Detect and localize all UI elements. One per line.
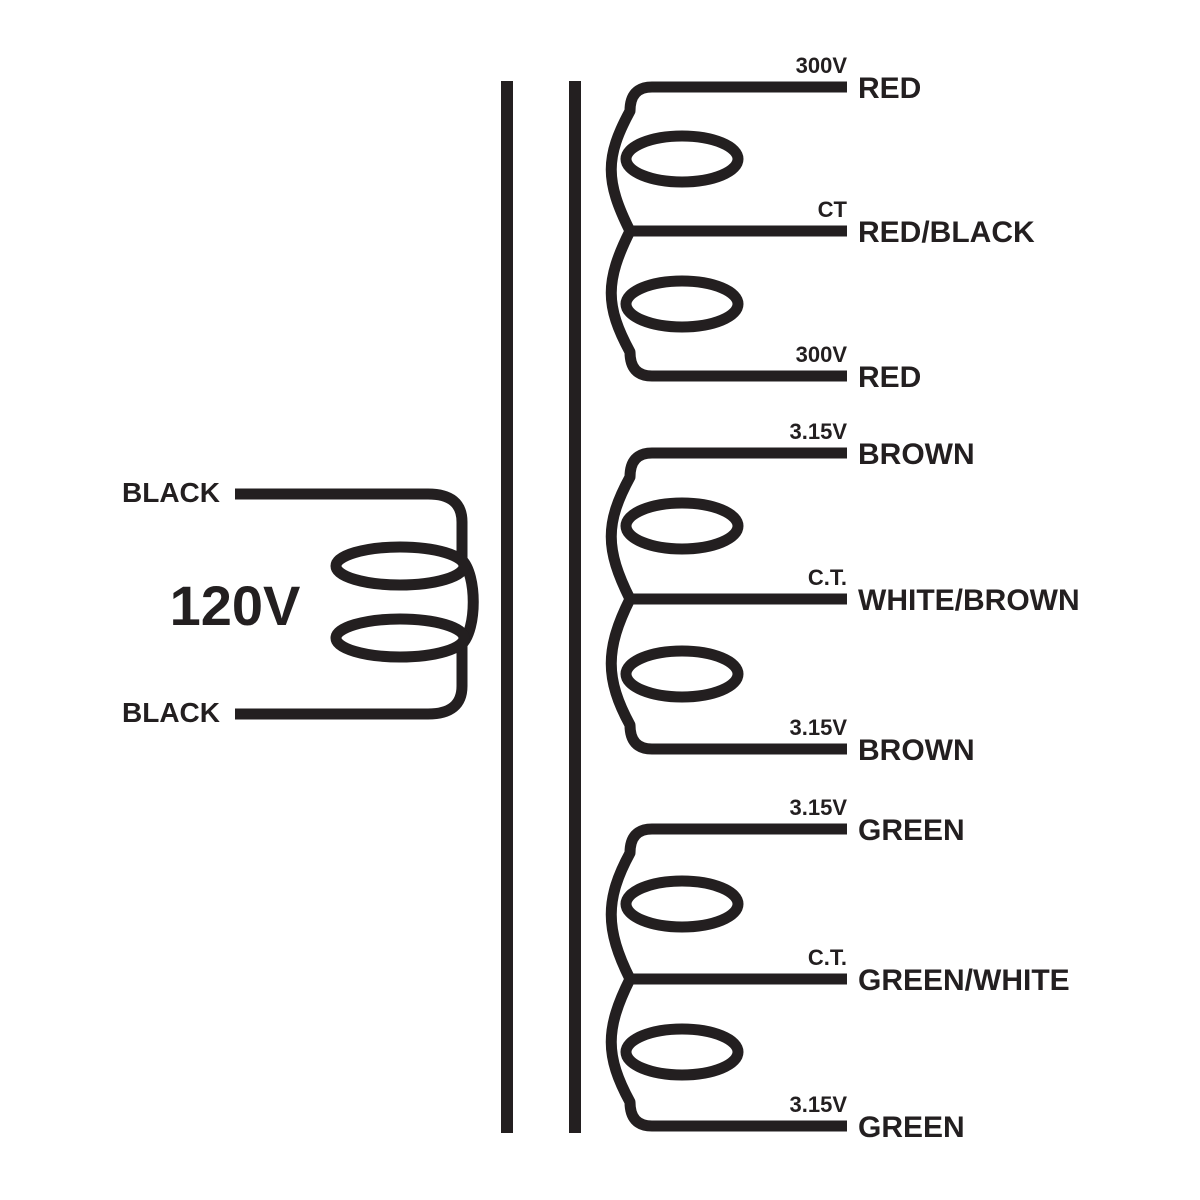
secondary-1-coil-loop: [620, 275, 744, 333]
primary-voltage-label: 120V: [170, 574, 301, 637]
primary-lead-label-top: BLACK: [122, 477, 220, 508]
wire-color-label: RED: [858, 72, 921, 105]
secondary-3-coil-loop: [620, 875, 744, 933]
wire-color-label: WHITE/BROWN: [858, 584, 1080, 617]
secondary-2-coil-loop: [620, 497, 744, 555]
wire-color-label: BROWN: [858, 734, 975, 767]
transformer-core: [501, 81, 581, 1133]
wire-color-label: GREEN/WHITE: [858, 964, 1070, 997]
secondary-2-coil-loop: [620, 645, 744, 703]
tap-voltage-label: 3.15V: [790, 715, 848, 740]
primary-coil-loop: [330, 613, 470, 663]
secondary-winding-2: 3.15V BROWN C.T. WHITE/BROWN 3.15V BROWN: [605, 419, 1080, 767]
primary-coil-loop: [330, 541, 470, 591]
tap-voltage-label: CT: [818, 197, 848, 222]
secondary-3-coil-loop: [620, 1023, 744, 1081]
wire-color-label: BROWN: [858, 438, 975, 471]
secondary-winding-3: 3.15V GREEN C.T. GREEN/WHITE 3.15V GREEN: [605, 795, 1070, 1144]
tap-voltage-label: 3.15V: [790, 419, 848, 444]
tap-voltage-label: 300V: [796, 342, 848, 367]
wire-color-label: GREEN: [858, 1111, 965, 1144]
wire-color-label: GREEN: [858, 814, 965, 847]
secondary-1-coil-loop: [620, 130, 744, 188]
tap-voltage-label: 300V: [796, 53, 848, 78]
primary-lead-label-bottom: BLACK: [122, 697, 220, 728]
primary-winding: BLACK BLACK 120V: [122, 477, 479, 728]
secondary-winding-1: 300V RED CT RED/BLACK 300V RED: [605, 53, 1035, 394]
wire-color-label: RED/BLACK: [858, 216, 1035, 249]
primary-coil-path: [235, 488, 479, 720]
tap-voltage-label: 3.15V: [790, 795, 848, 820]
tap-voltage-label: C.T.: [808, 945, 847, 970]
tap-voltage-label: 3.15V: [790, 1092, 848, 1117]
tap-voltage-label: C.T.: [808, 565, 847, 590]
wire-color-label: RED: [858, 361, 921, 394]
